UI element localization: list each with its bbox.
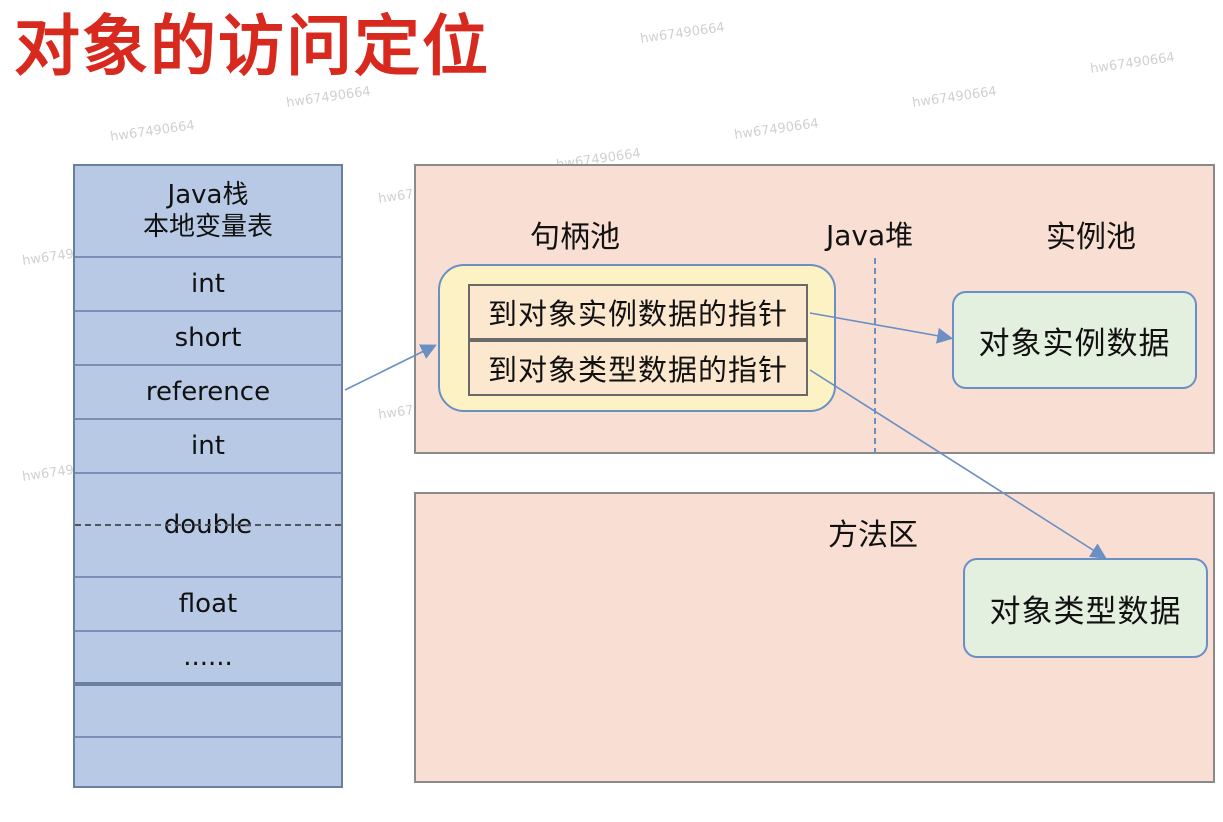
watermark: hw67490664 xyxy=(733,116,820,143)
stack-slot: int xyxy=(75,420,341,474)
stack-slot: int xyxy=(75,258,341,312)
instance-data-box: 对象实例数据 xyxy=(952,291,1197,389)
page-title: 对象的访问定位 xyxy=(14,8,490,85)
watermark: hw67490664 xyxy=(911,84,998,111)
watermark: hw67490664 xyxy=(639,20,726,47)
type-data-box: 对象类型数据 xyxy=(963,558,1208,658)
watermark: hw67490664 xyxy=(109,118,196,145)
java-heap-label: Java堆 xyxy=(826,219,914,252)
watermark: hw67490664 xyxy=(1089,50,1176,77)
heap-divider xyxy=(874,258,876,454)
handle-pool-label: 句柄池 xyxy=(530,220,620,255)
stack-slot-reference: reference xyxy=(75,366,341,420)
stack-slot: ...... xyxy=(75,632,341,686)
stack-slot: float xyxy=(75,578,341,632)
stack-slot-double: double xyxy=(75,474,341,578)
instance-data-pointer: 到对象实例数据的指针 xyxy=(468,284,808,340)
stack-slot xyxy=(75,686,341,738)
local-variable-table-title: 本地变量表 xyxy=(142,212,273,242)
instance-pool-label: 实例池 xyxy=(1046,220,1136,255)
stack-slot xyxy=(75,738,341,786)
double-slot-divider xyxy=(75,524,341,526)
stack-title: Java栈 xyxy=(167,179,249,210)
watermark: hw67490664 xyxy=(285,84,372,111)
stack-header: Java栈 本地变量表 xyxy=(75,166,341,258)
stack-slot: short xyxy=(75,312,341,366)
java-stack: Java栈 本地变量表 int short reference int doub… xyxy=(73,164,343,788)
method-area-label: 方法区 xyxy=(828,518,918,553)
type-data-pointer: 到对象类型数据的指针 xyxy=(468,340,808,396)
